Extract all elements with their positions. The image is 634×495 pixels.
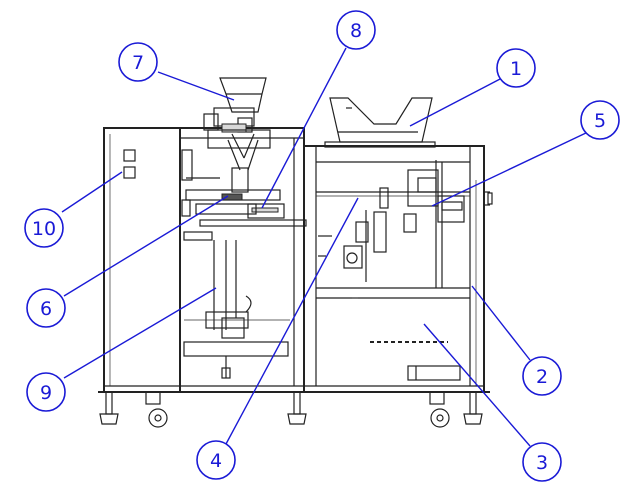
callout-1: 1 xyxy=(496,48,536,88)
callout-label-1: 1 xyxy=(510,58,522,80)
bag-opening-mechanism xyxy=(318,210,369,282)
callout-4: 4 xyxy=(196,440,236,480)
callout-lines xyxy=(61,47,589,447)
lower-shaft xyxy=(183,240,290,379)
callout-5: 5 xyxy=(580,100,620,140)
callout-label-10: 10 xyxy=(32,218,56,240)
callout-line-1 xyxy=(409,77,503,127)
callout-line-9 xyxy=(63,287,217,379)
control-cabinet xyxy=(103,127,181,393)
side-cylinder-assembly xyxy=(373,160,465,288)
machine-drawing xyxy=(98,77,493,428)
callout-2: 2 xyxy=(522,356,562,396)
callout-label-3: 3 xyxy=(536,452,548,474)
top-hopper xyxy=(203,77,271,171)
callout-6: 6 xyxy=(26,288,66,328)
cabinet-button-bottom xyxy=(123,166,136,179)
callout-label-5: 5 xyxy=(594,110,606,132)
callout-label-9: 9 xyxy=(40,382,52,404)
callout-line-7 xyxy=(157,71,235,101)
callout-line-6 xyxy=(63,195,229,297)
callout-line-4 xyxy=(225,197,359,445)
bag-magazine xyxy=(324,97,436,148)
filling-assembly xyxy=(181,149,307,241)
cabinet-button-top xyxy=(123,149,136,162)
callout-label-7: 7 xyxy=(132,52,144,74)
callout-8: 8 xyxy=(336,10,376,50)
callout-line-3 xyxy=(423,323,531,447)
callout-line-10 xyxy=(61,171,123,213)
callout-9: 9 xyxy=(26,372,66,412)
main-frame xyxy=(98,127,493,393)
callout-label-8: 8 xyxy=(350,20,362,42)
callout-3: 3 xyxy=(522,442,562,482)
callout-line-2 xyxy=(471,285,531,361)
callout-10: 10 xyxy=(24,208,64,248)
callout-line-8 xyxy=(261,47,347,209)
callout-label-4: 4 xyxy=(210,450,222,472)
machine-feet xyxy=(99,391,483,428)
callout-line-5 xyxy=(431,131,589,207)
callout-label-6: 6 xyxy=(40,298,52,320)
callout-label-2: 2 xyxy=(536,366,548,388)
lower-compartment xyxy=(352,297,461,381)
callout-7: 7 xyxy=(118,42,158,82)
